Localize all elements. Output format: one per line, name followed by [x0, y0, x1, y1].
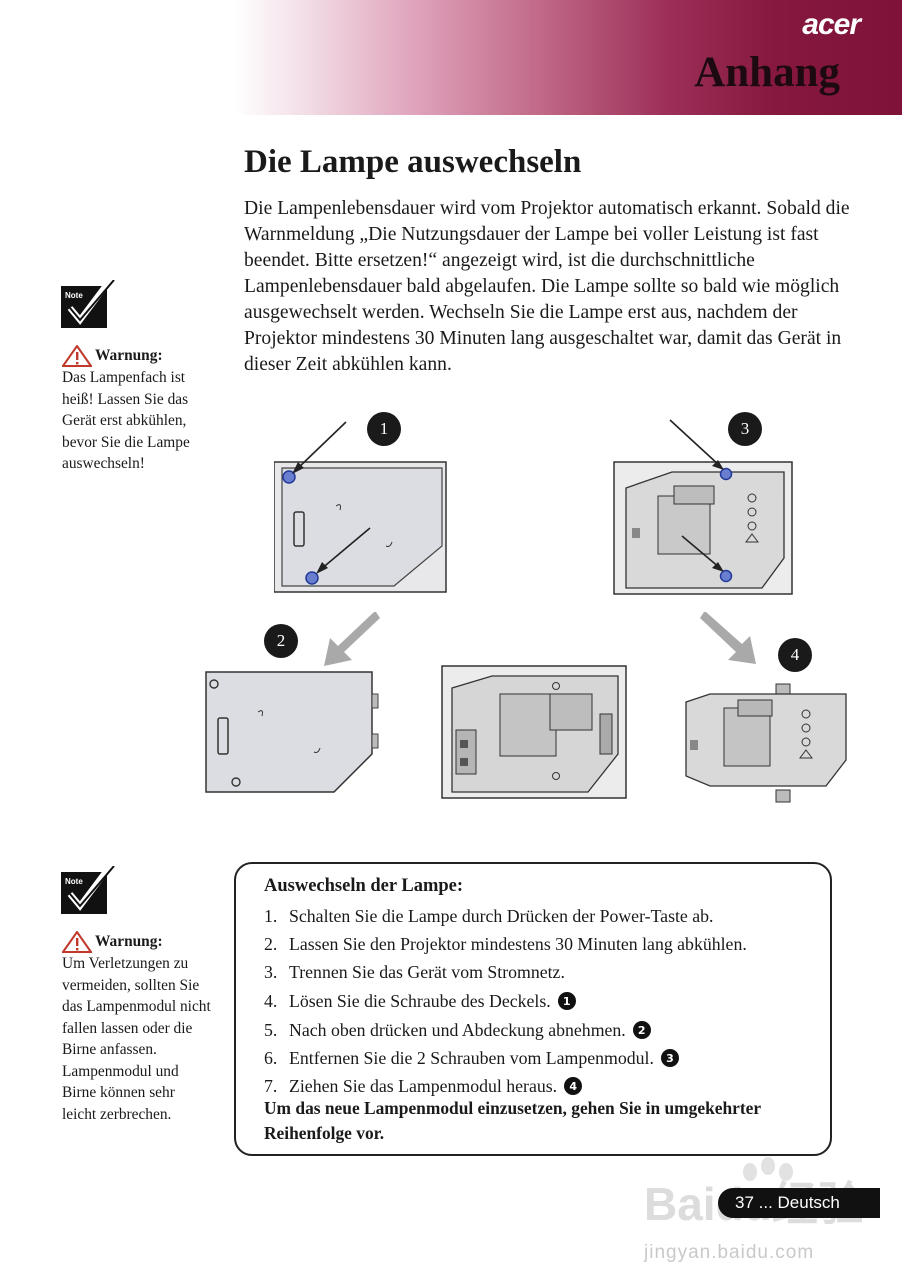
step-number: 6.	[264, 1047, 278, 1068]
intro-paragraph: Die Lampenlebensdauer wird vom Projektor…	[244, 198, 850, 375]
warning-triangle-icon	[62, 931, 92, 953]
warning-title-2: Warnung:	[95, 933, 163, 951]
step-text: Trennen Sie das Gerät vom Stromnetz.	[289, 961, 565, 982]
diagram-cover-removed	[205, 671, 379, 793]
warning-title-1: Warnung:	[95, 347, 163, 365]
instruction-step-4: 4. Lösen Sie die Schraube des Deckels. 1	[264, 986, 747, 1016]
step-number: 2.	[264, 933, 278, 954]
instruction-step-5: 5. Nach oben drücken und Abdeckung abnehm…	[264, 1016, 747, 1044]
step-ref-badge: 3	[660, 1049, 679, 1067]
note-check-icon: Note	[61, 866, 115, 914]
arrow-down-right-icon	[700, 612, 756, 664]
step-marker-4: 4	[778, 638, 812, 672]
instruction-step-2: 2. Lassen Sie den Projektor mindestens 30…	[264, 930, 747, 958]
warning-text-1: Das Lampenfach ist heiß! Lassen Sie das …	[62, 369, 190, 472]
diagram-cover-screws	[274, 421, 447, 593]
step-text: Ziehen Sie das Lampenmodul heraus.	[289, 1075, 558, 1096]
instructions-title: Auswechseln der Lampe:	[264, 876, 464, 896]
step-marker-2: 2	[264, 624, 298, 658]
diagram-lamp-module-removed	[685, 683, 847, 803]
instruction-step-6: 6. Entfernen Sie die 2 Schrauben vom Lamp…	[264, 1044, 747, 1072]
watermark-url: jingyan.baidu.com	[644, 1242, 815, 1263]
warning-note-2: Warnung: Um Verletzungen zu vermeiden, s…	[62, 931, 212, 1125]
step-number: 7.	[264, 1075, 278, 1096]
warning-text-2: Um Verletzungen zu vermeiden, sollten Si…	[62, 955, 211, 1123]
step-number: 4.	[264, 990, 278, 1011]
instruction-step-7: 7. Ziehen Sie das Lampenmodul heraus. 4	[264, 1072, 747, 1100]
step-ref-badge: 2	[632, 1021, 651, 1039]
note-check-icon: Note	[61, 280, 115, 328]
brand-logo: acer	[802, 8, 861, 41]
step-number: 5.	[264, 1019, 278, 1040]
instruction-step-3: 3. Trennen Sie das Gerät vom Stromnetz.	[264, 958, 747, 986]
step-text: Lösen Sie die Schraube des Deckels.	[289, 990, 551, 1011]
arrow-down-left-icon	[324, 612, 380, 666]
page-title: Die Lampe auswechseln	[244, 144, 582, 180]
footer-tab	[718, 1188, 880, 1218]
instruction-steps: 1. Schalten Sie die Lampe durch Drücken d…	[264, 902, 747, 1100]
step-text: Lassen Sie den Projektor mindestens 30 M…	[289, 933, 747, 954]
instruction-step-1: 1. Schalten Sie die Lampe durch Drücken d…	[264, 902, 747, 930]
step-ref-badge: 4	[564, 1077, 583, 1095]
step-number: 1.	[264, 905, 278, 926]
step-text: Nach oben drücken und Abdeckung abnehmen…	[289, 1019, 626, 1040]
step-ref-badge: 1	[557, 992, 576, 1010]
step-text: Schalten Sie die Lampe durch Drücken der…	[289, 905, 714, 926]
step-text: Entfernen Sie die 2 Schrauben vom Lampen…	[289, 1047, 654, 1068]
step-number: 3.	[264, 961, 278, 982]
header-band	[0, 0, 902, 115]
warning-triangle-icon	[62, 345, 92, 367]
section-title: Anhang	[694, 49, 840, 96]
diagram-lamp-bay-open	[441, 665, 627, 799]
note-icon-label: Note	[65, 877, 83, 886]
step-marker-1: 1	[367, 412, 401, 446]
page-number-label: 37 ... Deutsch	[735, 1193, 840, 1212]
instructions-footer: Um das neue Lampenmodul einzusetzen, geh…	[264, 1098, 761, 1143]
step-marker-3: 3	[728, 412, 762, 446]
instructions-box: Auswechseln der Lampe: 1. Schalten Sie di…	[234, 862, 832, 1156]
warning-note-1: Warnung: Das Lampenfach ist heiß! Lassen…	[62, 345, 202, 475]
diagram-lamp-module-screws	[613, 419, 793, 595]
note-icon-label: Note	[65, 291, 83, 300]
